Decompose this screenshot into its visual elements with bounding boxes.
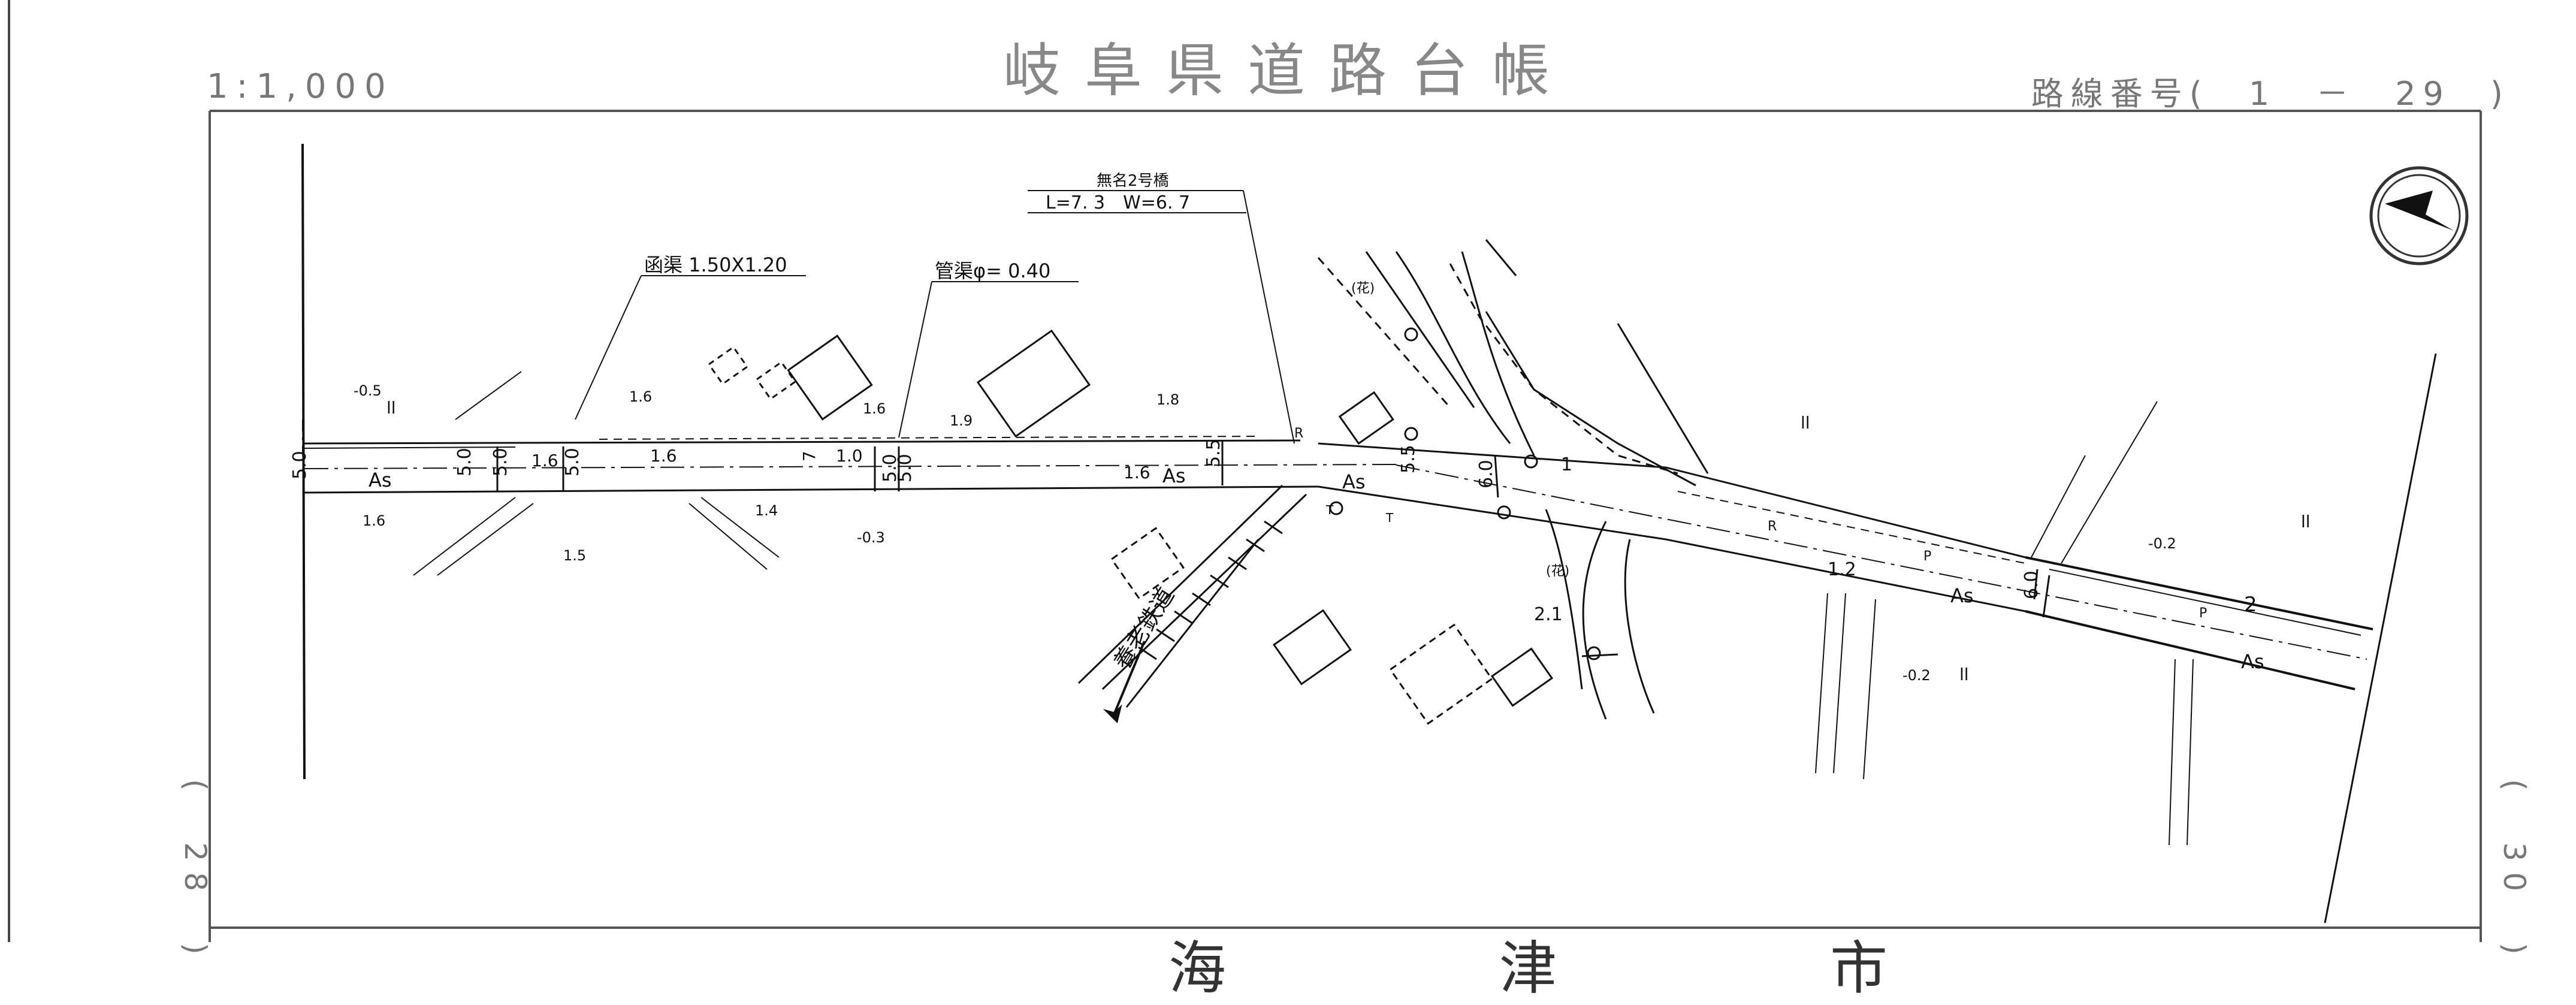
width-dimension: 5.0: [289, 451, 310, 479]
width-dimension: 1.0: [836, 446, 863, 466]
main-road-south-edge: [304, 485, 1319, 494]
width-dimension: 5.0: [562, 448, 583, 476]
map-frame: [209, 110, 2482, 942]
width-dimension: 5.5: [1398, 445, 1419, 473]
bridge-dimensions-label: L=7. 3 W=6. 7: [1046, 192, 1190, 213]
elevation-label: -0.3: [857, 529, 885, 546]
railway-label: 養老鉄道: [1109, 583, 1179, 674]
width-dimension: 5.5: [1203, 439, 1224, 467]
post-label: T: [1325, 503, 1334, 517]
main-road-centerline: [304, 464, 1397, 469]
curb-label: R: [1294, 426, 1303, 441]
route-number-label: 路線番号( 1 － 29 ): [2031, 75, 2510, 113]
elevation-label: 1.6: [363, 512, 385, 529]
road-network: [301, 143, 2437, 923]
building: [976, 329, 1091, 438]
field-symbol: ll: [1959, 665, 1969, 684]
elevation-label: 1.6: [863, 400, 886, 417]
manhole-icon: [1524, 454, 1538, 469]
elevation-label: -0.5: [354, 382, 382, 399]
pavement-label: As: [1950, 584, 1974, 607]
flower-label: (花): [1546, 564, 1569, 579]
elevation-label: 1.8: [1156, 391, 1179, 408]
footway-label: P: [1923, 549, 1931, 564]
bridge-name-label: 無名2号橋: [1097, 172, 1169, 190]
main-road-north-edge: [304, 439, 1301, 445]
elevation-label: 1.6: [629, 388, 652, 405]
width-dimension: 6.0: [1476, 460, 1497, 488]
width-dimension: 5.0: [454, 448, 475, 476]
road-marker: 1: [1561, 454, 1572, 475]
pavement-label: As: [369, 469, 392, 491]
pavement-label: As: [1162, 464, 1186, 487]
elevation-label: 1.9: [950, 412, 973, 429]
pipe-culvert-label: 管渠φ= 0.40: [935, 259, 1050, 282]
pavement-label: As: [2241, 650, 2264, 673]
ditch-hatching: [413, 371, 2194, 846]
elevation-label: 2.1: [1534, 604, 1563, 625]
width-dimension: 1.6: [1124, 463, 1150, 482]
elevation-label: 1.4: [755, 502, 778, 519]
left-boundary-line: [301, 143, 306, 780]
map-title: 岐阜県道路台帳: [1003, 37, 1574, 104]
width-dimension: 7: [799, 451, 819, 461]
road-ledger-map: 岐阜県道路台帳 1:1,000 路線番号( 1 － 29 ) ( 28 ) ( …: [8, 0, 2532, 1002]
width-dimension: 5.0: [895, 454, 916, 482]
building: [787, 334, 873, 421]
elevation-label: 1.5: [563, 547, 586, 564]
elevation-label: 1.2: [1828, 559, 1856, 580]
width-dimension: 5.0: [880, 454, 901, 482]
width-dimension: 6.0: [2021, 571, 2042, 599]
box-culvert-label: 函渠 1.50X1.20: [644, 253, 787, 276]
road-marker: 2: [2244, 593, 2257, 617]
map-labels: 無名2号橋 L=7. 3 W=6. 7 函渠 1.50X1.20 管渠φ= 0.…: [289, 172, 2311, 684]
post-label: T: [1385, 511, 1394, 525]
footway-label: P: [2199, 606, 2207, 621]
north-arrow-icon: [2369, 166, 2469, 265]
field-symbol: ll: [2301, 512, 2311, 532]
elevation-label: -0.2: [2148, 535, 2176, 552]
flower-label: (花): [1351, 281, 1375, 296]
scale-label: 1:1,000: [207, 67, 394, 106]
field-symbol: ll: [386, 398, 396, 418]
elevation-label: -0.2: [1902, 667, 1931, 684]
box-culvert-leader: [575, 275, 642, 420]
width-dimension: 1.6: [531, 451, 558, 470]
map-drawing: 無名2号橋 L=7. 3 W=6. 7 函渠 1.50X1.20 管渠φ= 0.…: [8, 0, 2482, 942]
pipe-culvert-leader: [898, 281, 932, 438]
curb-label: R: [1768, 519, 1777, 534]
width-dimension: 5.0: [490, 448, 511, 476]
width-dimension: 1.6: [650, 446, 677, 466]
field-symbol: ll: [1801, 413, 1810, 433]
pavement-label: As: [1342, 470, 1366, 493]
